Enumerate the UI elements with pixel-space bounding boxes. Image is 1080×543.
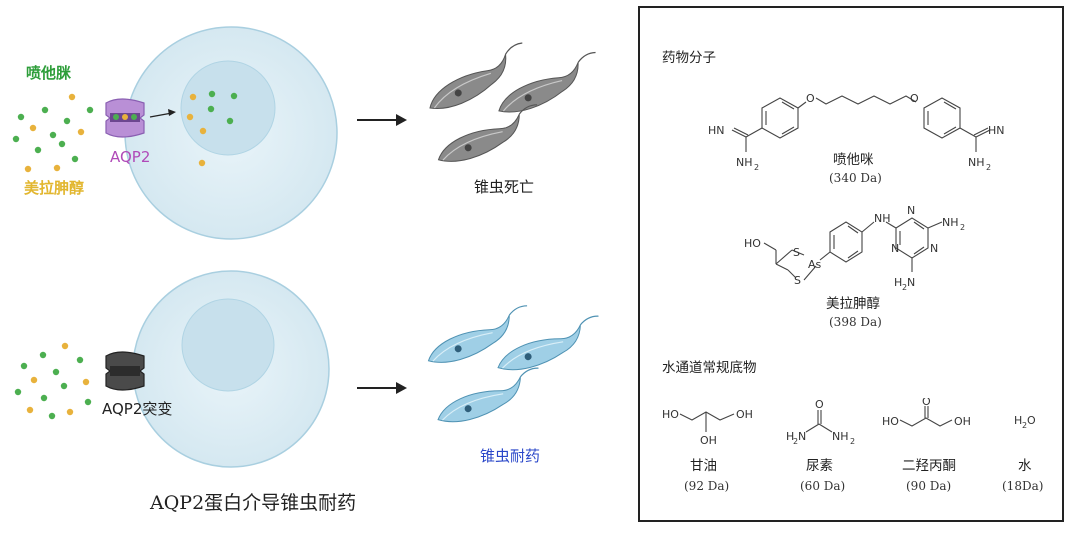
arrow-to-resistance <box>357 382 407 394</box>
chem-urea-o: O <box>815 398 824 411</box>
chem-urea-nh: NH <box>832 430 849 443</box>
melarsoprol-label: 美拉胂醇 <box>24 179 85 197</box>
chem-sub-2: 2 <box>986 163 991 172</box>
chem-urea-sub2: 2 <box>850 437 855 446</box>
chem-oxygen-1: O <box>806 92 815 105</box>
chem-water-o: O <box>1027 414 1036 427</box>
chem-imine-1: HN <box>708 124 725 137</box>
substrate-mass-dha: (90 Da) <box>906 479 952 493</box>
drug-section-title: 药物分子 <box>662 50 716 66</box>
drug-name-pentamidine: 喷他咪 <box>833 152 874 168</box>
substrate-mass-urea: (60 Da) <box>800 479 846 493</box>
chem-glycerol-oh1: OH <box>736 408 753 421</box>
molecule-panel: 药物分子 HN <box>638 6 1064 522</box>
chem-water-sub: 2 <box>1022 421 1027 430</box>
figure-title: AQP2蛋白介导锥虫耐药 <box>150 492 357 514</box>
parasite-resistance-label: 锥虫耐药 <box>480 447 541 465</box>
chem-glycerol-oh2: OH <box>700 434 717 447</box>
chem-dha-o: O <box>922 398 931 408</box>
drug-mass-pentamidine: (340 Da) <box>829 171 882 185</box>
melarsoprol-structure: HO S As S NH N N N NH 2 H 2 N <box>744 204 965 292</box>
chem-h2n-sub: 2 <box>902 283 907 292</box>
drug-dots-inside <box>186 90 238 167</box>
chem-ho: HO <box>744 237 761 250</box>
substrate-name-dha: 二羟丙酮 <box>902 458 956 474</box>
chem-sulfur-1: S <box>793 246 800 259</box>
parasite-death-label: 锥虫死亡 <box>474 178 535 196</box>
chem-n-2: N <box>891 242 899 255</box>
aqp2-mutant-label: AQP2突变 <box>102 400 173 418</box>
substrate-mass-glycerol: (92 Da) <box>684 479 730 493</box>
aqp2-mutant-icon <box>105 351 145 391</box>
chem-water-h: H <box>1014 414 1022 427</box>
drug-mass-melarsoprol: (398 Da) <box>829 315 882 329</box>
chem-urea-sub1: 2 <box>793 437 798 446</box>
pentamidine-label: 喷他脒 <box>26 64 72 82</box>
urea-structure: O H 2 N NH 2 <box>786 398 855 446</box>
glycerol-structure: HO OH OH <box>662 408 753 447</box>
aqp2-channel-icon <box>105 98 145 138</box>
pentamidine-structure: HN NH 2 O O HN NH 2 <box>708 92 1005 172</box>
aqp2-label: AQP2 <box>110 148 151 166</box>
dihydroxyacetone-structure: HO O OH <box>882 398 971 428</box>
parasites-dead <box>429 42 596 162</box>
chem-sulfur-2: S <box>794 274 801 287</box>
chem-h2n: H <box>894 276 902 289</box>
chem-oxygen-2: O <box>910 92 919 105</box>
chem-sub-1: 2 <box>754 163 759 172</box>
chem-amine-1: NH <box>736 156 753 169</box>
chem-n-1: N <box>907 204 915 217</box>
nucleus-bottom <box>181 298 275 392</box>
chem-h2n-n: N <box>907 276 915 289</box>
chem-arsenic: As <box>808 258 822 271</box>
host-cell-bottom <box>132 270 330 468</box>
drug-dots-top <box>12 93 94 173</box>
substrate-name-urea: 尿素 <box>806 458 833 474</box>
chem-urea-h: H <box>786 430 794 443</box>
nucleus-top <box>180 60 276 156</box>
substrate-name-water: 水 <box>1018 458 1032 474</box>
arrow-to-death <box>357 114 407 126</box>
chem-nh2-1: NH <box>942 216 959 229</box>
parasites-resistant <box>427 305 599 423</box>
drug-name-melarsoprol: 美拉胂醇 <box>826 296 880 312</box>
chem-nh: NH <box>874 212 891 225</box>
substrate-name-glycerol: 甘油 <box>690 458 717 474</box>
substrate-section-title: 水通道常规底物 <box>662 360 757 376</box>
chem-nh2-1-sub: 2 <box>960 223 965 232</box>
chem-urea-n1: N <box>798 430 806 443</box>
substrate-mass-water: (18Da) <box>1002 479 1044 493</box>
host-cell-top <box>124 26 338 240</box>
chem-dha-oh: OH <box>954 415 971 428</box>
chem-imine-2: HN <box>988 124 1005 137</box>
water-structure: H 2 O <box>1014 414 1036 430</box>
chem-amine-2: NH <box>968 156 985 169</box>
entry-arrow <box>149 109 176 118</box>
chem-n-3: N <box>930 242 938 255</box>
drug-dots-bottom <box>14 342 92 420</box>
chem-dha-ho: HO <box>882 415 899 428</box>
chem-glycerol-ho: HO <box>662 408 679 421</box>
